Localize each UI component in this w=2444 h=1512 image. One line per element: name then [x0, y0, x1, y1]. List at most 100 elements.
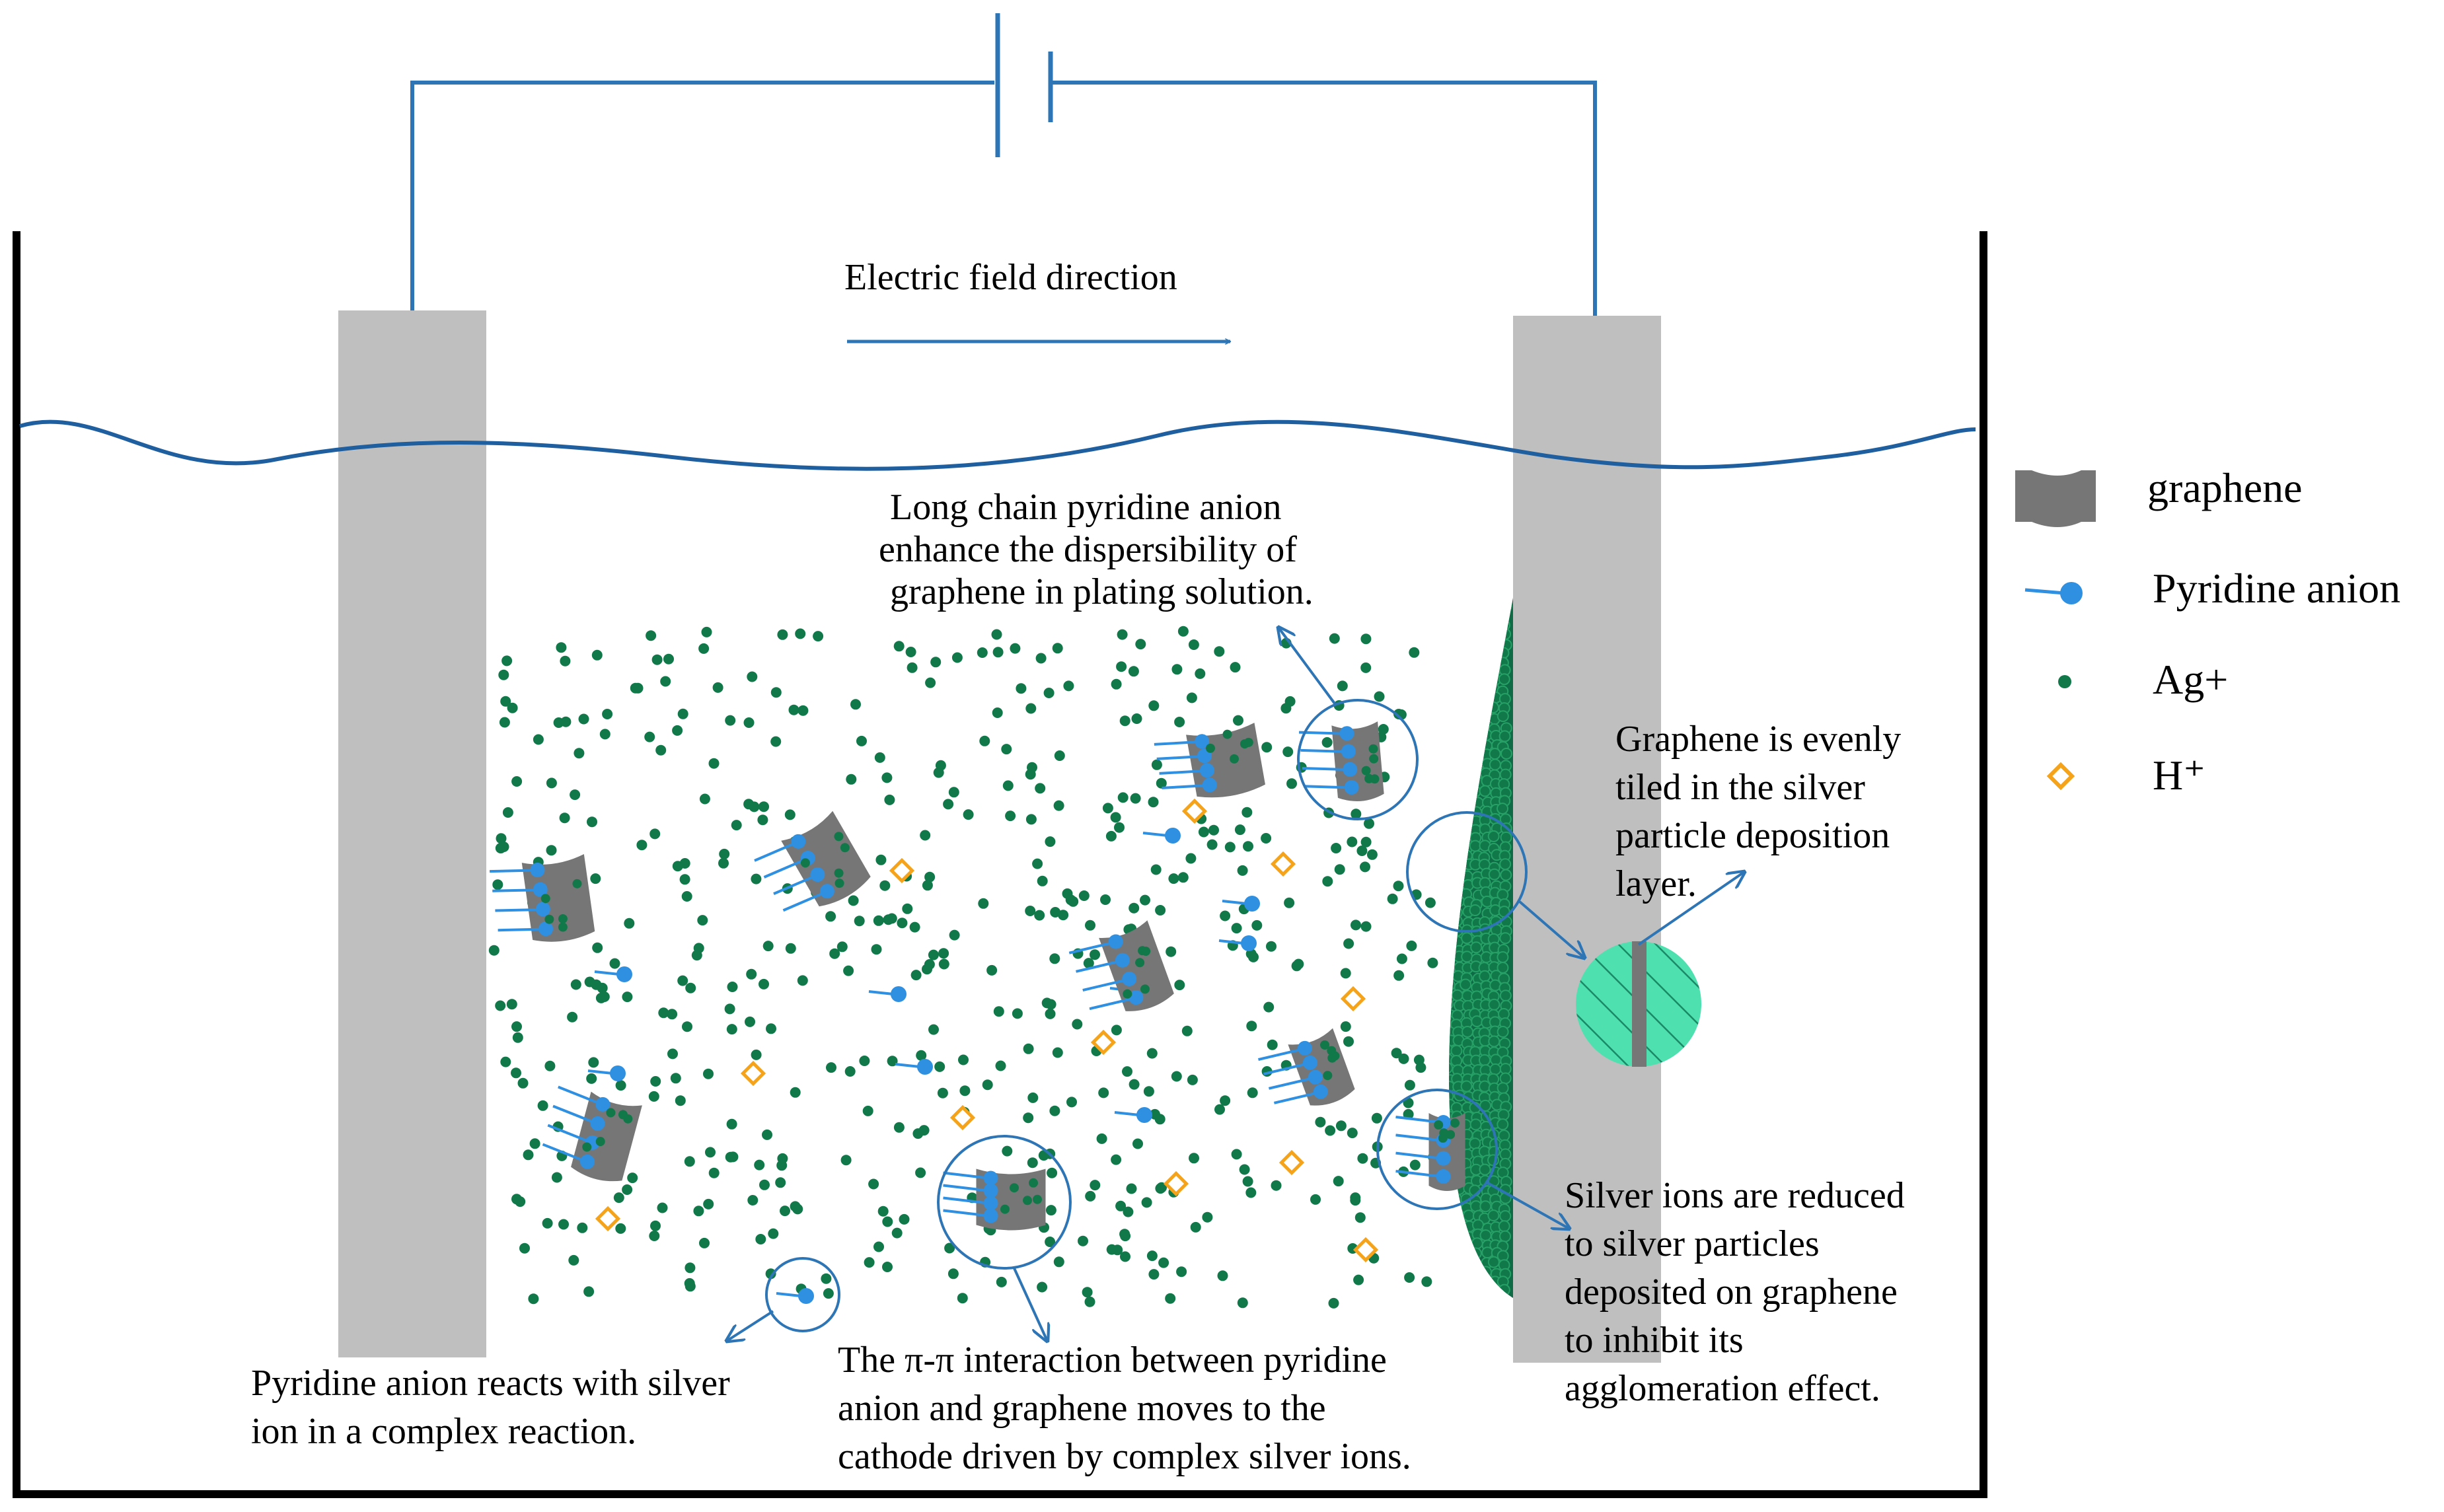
deposit-particle: [1490, 655, 1502, 667]
deposit-particle: [1449, 793, 1455, 806]
deposit-particle: [1435, 1211, 1446, 1222]
ag-ion-dot: [1043, 688, 1055, 698]
ag-ion-dot: [1284, 897, 1295, 908]
deposit-particle: [1449, 638, 1454, 651]
deposit-particle: [1433, 1026, 1444, 1036]
deposit-particle: [1449, 1286, 1456, 1298]
ag-ion-dot: [848, 895, 859, 906]
ag-ion-dot: [1002, 1145, 1013, 1157]
dispersibility-annotation: Long chain pyridine anion enhance the di…: [879, 487, 1314, 612]
ag-ion-dot: [1387, 893, 1398, 904]
ag-ion-dot: [916, 1050, 927, 1061]
graphene-field: [490, 721, 1465, 1231]
ag-ion-dot: [682, 1021, 692, 1032]
deposit-particle: [1435, 620, 1446, 631]
zoom-graphene-in-deposit: [1576, 941, 1701, 1067]
ag-ion-dot: [1131, 713, 1142, 724]
deposit-particle: [1469, 904, 1481, 917]
deposit-particle: [1436, 1193, 1447, 1204]
ag-ion-dot: [1189, 1153, 1199, 1164]
legend-ag-label: Ag+: [2153, 656, 2228, 703]
deposit-particle: [1451, 602, 1463, 614]
reduced-annotation: Silver ions are reduced to silver partic…: [1565, 1175, 1914, 1409]
ag-ion-dot: [934, 1061, 945, 1072]
ag-ion-dot: [644, 731, 655, 742]
deposit-particle: [1478, 1278, 1491, 1290]
deposit-particle: [1450, 598, 1463, 606]
complex-annotation: Pyridine anion reacts with silver ion in…: [251, 1363, 739, 1452]
ag-ion-dot: [587, 816, 597, 828]
pyridine-anion: [1218, 935, 1257, 951]
ag-ion-dot: [1010, 643, 1021, 654]
graphene-sheet: [754, 810, 871, 912]
ag-ion-dot: [1045, 1008, 1056, 1019]
ag-ion-dot: [699, 793, 710, 805]
reduced-line: to silver particles: [1565, 1223, 1820, 1264]
deposit-particle: [1433, 692, 1444, 703]
ag-ion-dot: [1409, 1159, 1421, 1170]
deposit-particle: [1481, 683, 1493, 696]
ag-ion-dot: [992, 647, 1004, 658]
deposit-particle: [1449, 997, 1454, 1010]
deposit-particle: [1449, 611, 1454, 624]
ag-ion-dot: [821, 1273, 832, 1284]
ag-ion-dot: [897, 918, 908, 929]
deposit-particle: [1500, 831, 1512, 844]
ag-ion-dot: [1360, 861, 1370, 873]
deposit-particle: [1454, 1256, 1466, 1269]
ag-ion-dot: [1150, 864, 1162, 875]
deposit-particle: [1497, 1026, 1509, 1038]
ag-ion-dot: [1310, 1194, 1321, 1205]
ag-ion-dot: [1049, 953, 1060, 964]
ag-ion-dot: [891, 1227, 903, 1239]
deposit-particle: [1435, 879, 1446, 890]
deposit-particle: [1426, 769, 1436, 779]
deposit-particle: [1435, 1266, 1446, 1277]
deposit-particle: [1432, 703, 1443, 714]
deposit-particle: [1470, 1275, 1483, 1287]
deposit-particle: [1449, 904, 1455, 917]
deposit-particle: [1471, 719, 1484, 732]
h-ion-diamond: [1181, 798, 1208, 824]
ag-ion-dot: [699, 1237, 710, 1248]
ag-ion-dot: [1364, 818, 1374, 829]
ag-ion-dot: [1105, 830, 1117, 842]
deposit-particle: [1450, 830, 1463, 843]
ag-ion-dot: [1335, 1120, 1347, 1132]
deposit-particle: [1469, 1137, 1481, 1150]
deposit-particle: [1487, 598, 1500, 602]
deposit-particle: [1436, 823, 1446, 834]
deposit-particle: [1453, 814, 1465, 826]
deposit-particle: [1425, 1007, 1436, 1018]
deposit-particle: [1489, 1063, 1502, 1075]
deposit-particle: [1481, 628, 1494, 640]
ag-ion-dot: [1102, 803, 1113, 814]
ag-ion-dot: [492, 879, 503, 890]
deposit-particle: [1462, 703, 1475, 715]
deposit-particle: [1436, 657, 1446, 667]
ag-ion-dot: [731, 820, 742, 831]
deposit-particle: [1427, 613, 1438, 624]
deposit-particle: [1479, 656, 1492, 668]
ag-ion-dot: [1337, 680, 1348, 692]
deposit-particle: [1461, 951, 1473, 963]
ag-ion-dot: [560, 655, 571, 666]
deposit-particle: [1481, 620, 1494, 632]
deposit-particle: [1423, 1046, 1434, 1057]
deposit-particle: [1488, 665, 1500, 678]
deposit-particle: [1463, 723, 1475, 735]
deposit-particle: [1470, 941, 1483, 954]
ag-ion-dot: [1374, 691, 1385, 702]
deposit-particle: [1469, 1267, 1481, 1279]
ag-ion-dot: [1023, 1112, 1034, 1124]
ag-ion-dot: [1261, 742, 1273, 753]
dispersibility-line: Long chain pyridine anion: [890, 487, 1282, 528]
deposit-particle: [1427, 1102, 1438, 1113]
deposit-particle: [1498, 619, 1510, 631]
ag-ion-dot: [1035, 653, 1047, 664]
deposit-particle: [1449, 738, 1455, 750]
deposit-particle: [1435, 676, 1446, 687]
h-ion-diamond: [889, 857, 915, 884]
ag-ion-dot: [893, 1122, 905, 1133]
h-ion-diamond: [740, 1060, 766, 1087]
